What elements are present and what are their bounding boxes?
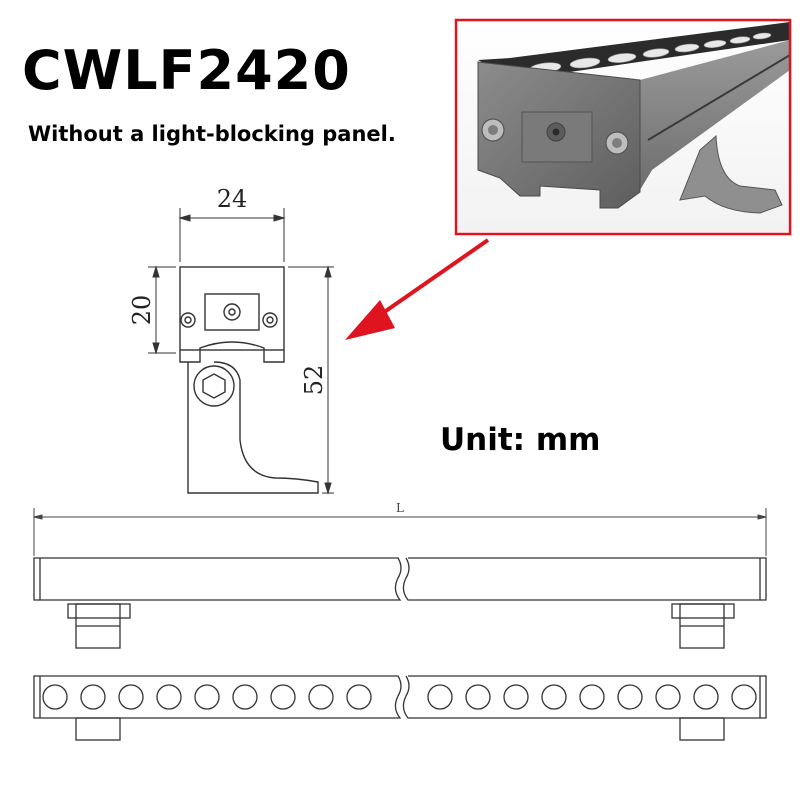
- top-view: [33, 675, 767, 741]
- dimension-height-total: [288, 265, 334, 495]
- model-title: CWLF2420: [22, 39, 351, 102]
- model-description: Without a light-blocking panel.: [28, 122, 396, 146]
- dimension-height-body-label: 20: [128, 295, 156, 326]
- cross-section-view: [179, 266, 319, 494]
- dimension-width: [178, 208, 286, 262]
- side-view: [33, 557, 767, 649]
- highlight-frame: [454, 18, 792, 236]
- unit-label: Unit: mm: [440, 422, 601, 458]
- dimension-height-body: [148, 265, 176, 355]
- dimension-height-total-label: 52: [300, 365, 328, 396]
- dimension-length: [33, 508, 767, 556]
- pointer-arrow: [345, 238, 490, 340]
- dimension-length-label: L: [396, 501, 404, 515]
- product-render: [458, 22, 791, 232]
- dimension-width-label: 24: [217, 185, 248, 213]
